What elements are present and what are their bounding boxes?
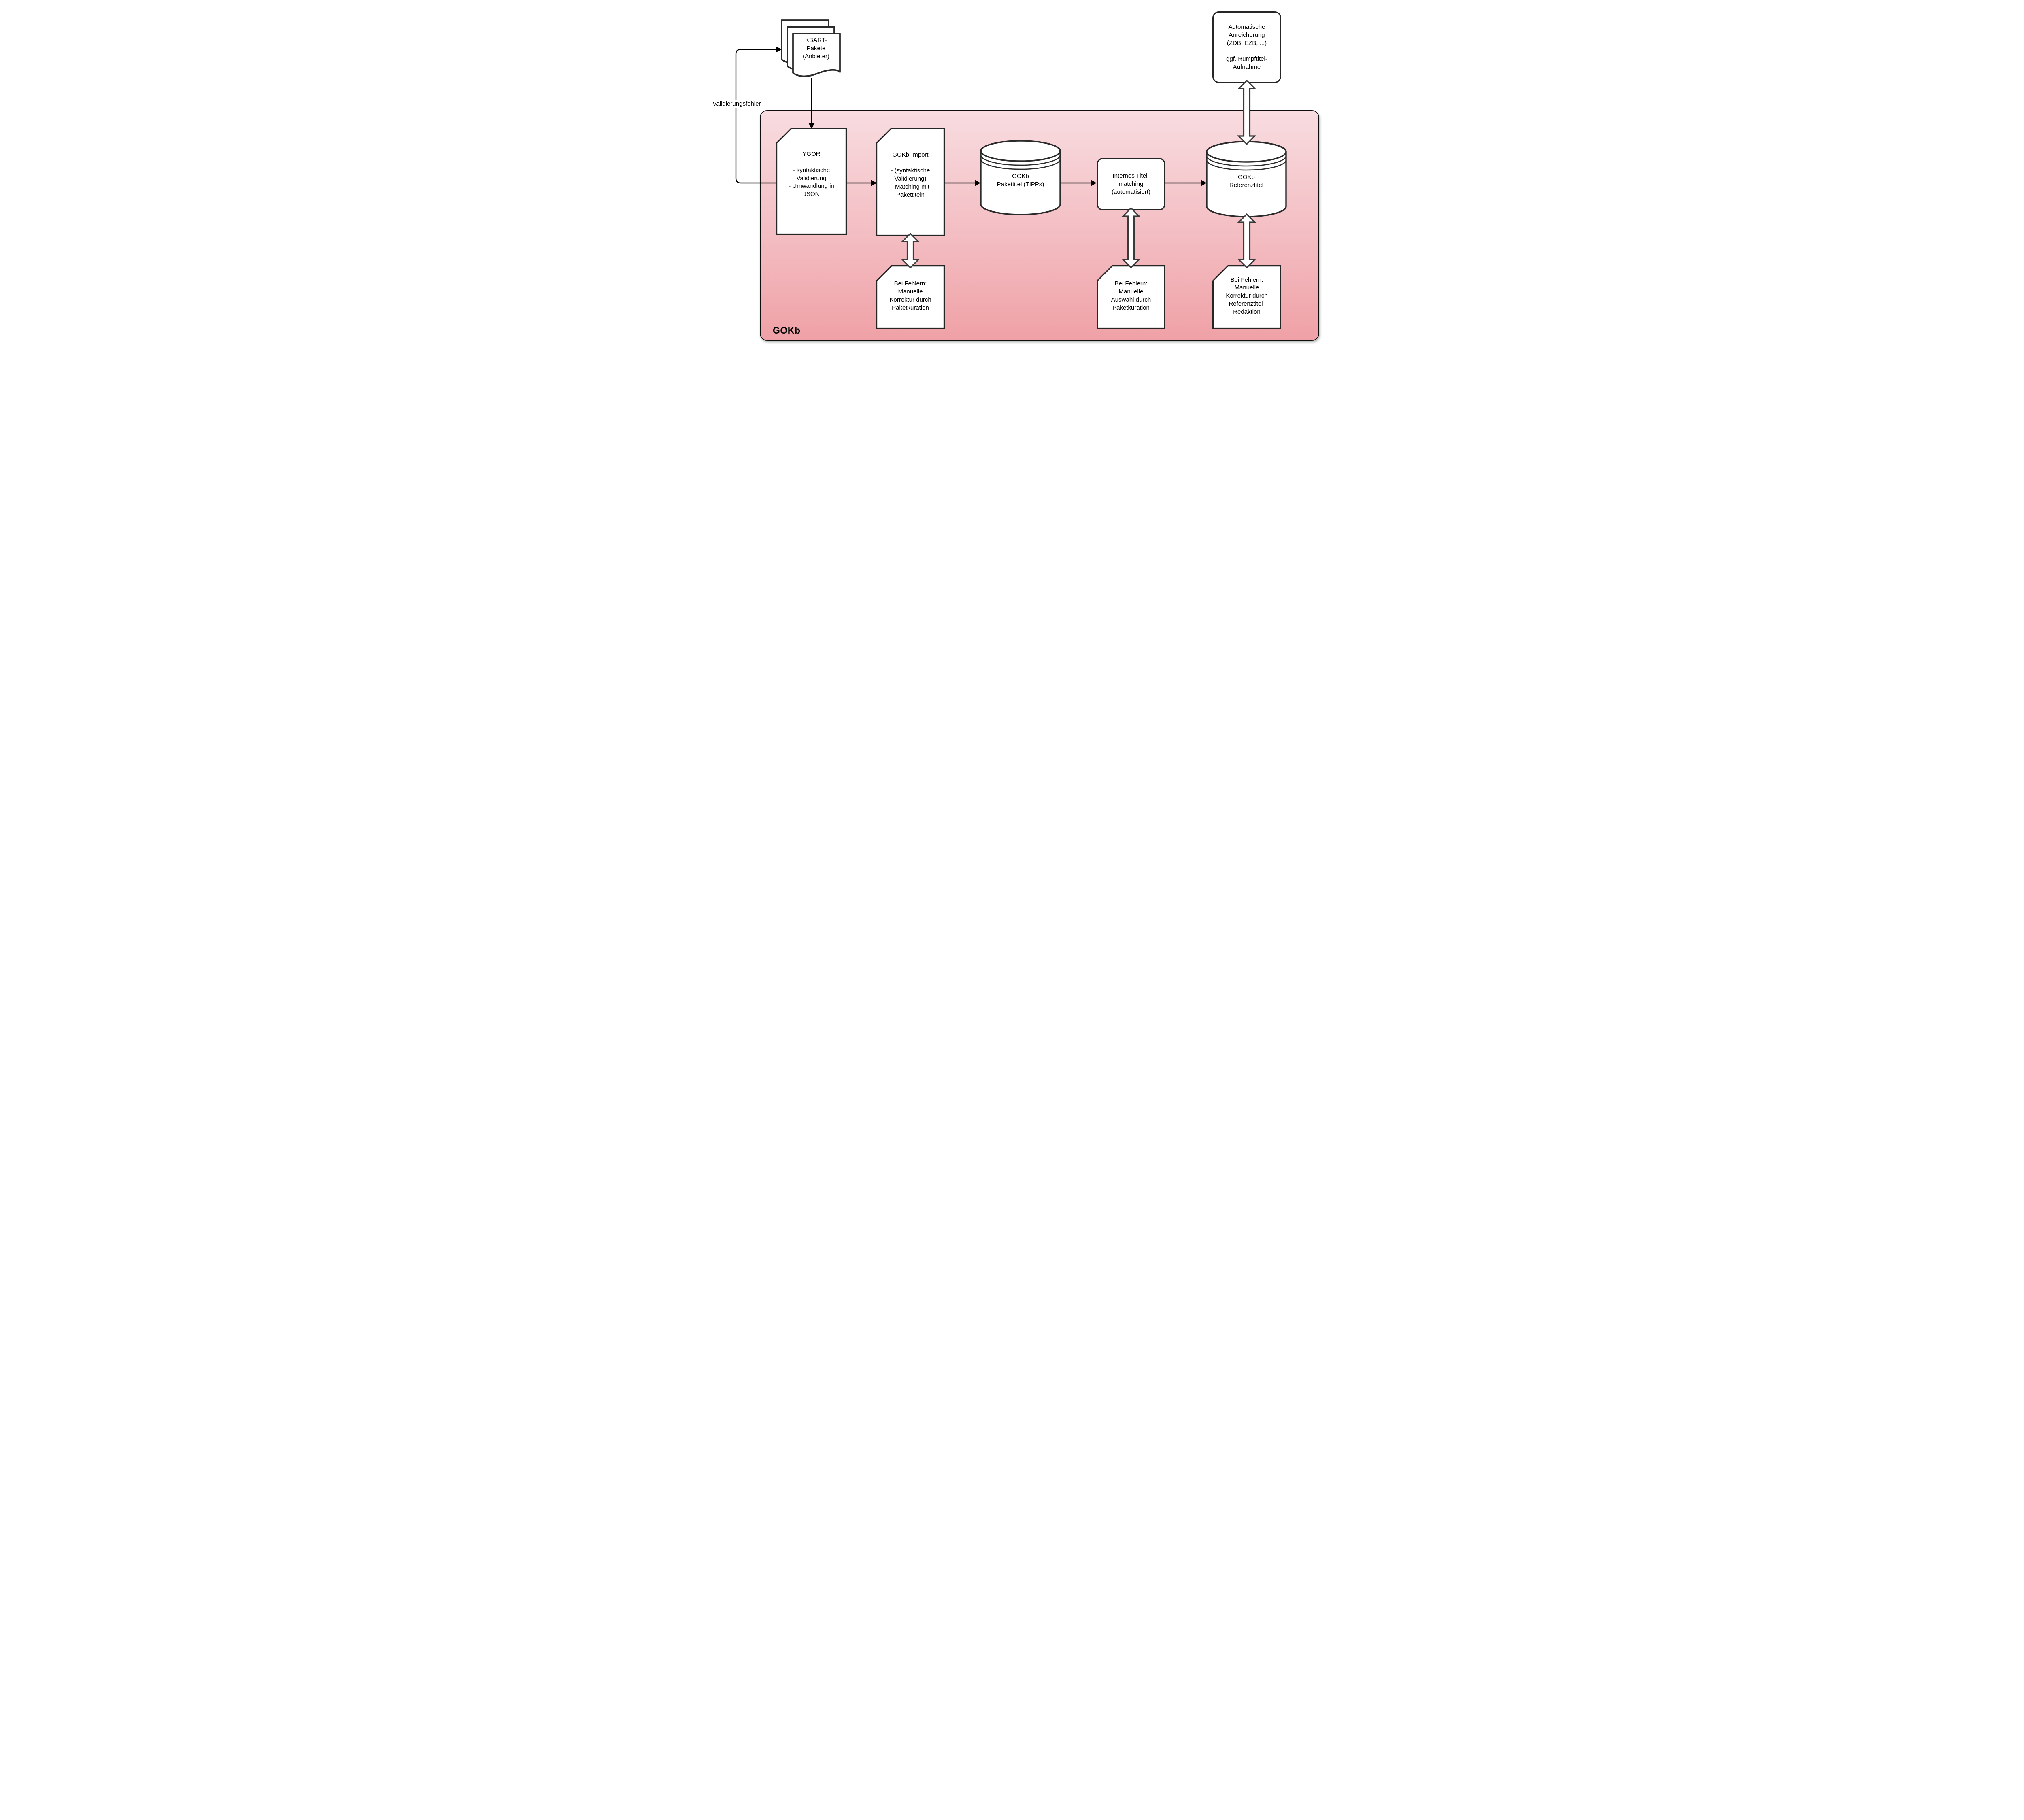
kbart-pakete-label: KBART- Pakete (Anbieter) — [803, 37, 829, 60]
node-ygor: YGOR - syntaktische Validierung - Umwand… — [776, 128, 847, 235]
double-arrow-import-fehler — [901, 232, 920, 269]
node-fehler-auswahl-paketkuration: Bei Fehlern: Manuelle Auswahl durch Pake… — [1097, 265, 1165, 329]
fehler-korrektur-paketkuration-label: Bei Fehlern: Manuelle Korrektur durch Pa… — [889, 280, 931, 311]
fehler-auswahl-paketkuration-label: Bei Fehlern: Manuelle Auswahl durch Pake… — [1111, 280, 1151, 311]
double-arrow-referenztitel-fehler — [1237, 213, 1256, 269]
double-arrow-referenztitel-anreicherung — [1237, 79, 1256, 145]
document-front-icon — [792, 33, 841, 77]
node-fehler-referenztitel-redaktion: Bei Fehlern: Manuelle Korrektur durch Re… — [1212, 265, 1281, 329]
arrow-kbart-to-ygor — [808, 78, 815, 129]
gokb-import-fill — [877, 129, 944, 235]
connector-and-shape-layer — [735, 19, 1287, 217]
ygor-label: YGOR - syntaktische Validierung - Umwand… — [789, 151, 834, 198]
fehler-referenztitel-redaktion-label: Bei Fehlern: Manuelle Korrektur durch Re… — [1226, 276, 1268, 315]
kbart-document-stack-shape — [781, 19, 841, 77]
referenztitel-database-cylinder-icon — [1206, 141, 1287, 217]
gokb-referenztitel-label: GOKb Referenztitel — [1229, 174, 1264, 189]
arrow-import-to-pakettitel — [945, 180, 980, 186]
pakettitel-database-cylinder-icon — [980, 140, 1061, 215]
gokb-import-label: GOKb-Import - (syntaktische Validierung)… — [891, 151, 930, 198]
node-automatische-anreicherung: Automatische Anreicherung (ZDB, EZB, ...… — [1212, 11, 1281, 83]
node-internes-titelmatching: Internes Titel- matching (automatisiert) — [1097, 158, 1165, 210]
gokb-pakettitel-label: GOKb Pakettitel (TIPPs) — [997, 173, 1044, 188]
fehler-referenztitel-redaktion-fill — [1214, 266, 1280, 328]
double-arrow-matching-fehler — [1121, 207, 1141, 269]
gokb-container-label: GOKb — [773, 325, 801, 336]
internes-titelmatching-label: Internes Titel- matching (automatisiert) — [1112, 172, 1150, 196]
arrow-ygor-to-import — [847, 180, 877, 186]
node-fehler-korrektur-paketkuration: Bei Fehlern: Manuelle Korrektur durch Pa… — [876, 265, 945, 329]
node-gokb-import: GOKb-Import - (syntaktische Validierung)… — [876, 128, 945, 236]
ygor-fill — [777, 129, 846, 234]
arrow-validierungsfehler-feedback — [735, 46, 782, 184]
fehler-auswahl-paketkuration-fill — [1098, 266, 1164, 328]
gokb-workflow-diagram: GOKb — [699, 0, 1325, 352]
fehler-korrektur-paketkuration-fill — [877, 266, 944, 328]
automatische-anreicherung-label: Automatische Anreicherung (ZDB, EZB, ...… — [1226, 23, 1267, 71]
double-arrow-layer — [901, 79, 1256, 269]
validierungsfehler-edge-label: Validierungsfehler — [706, 100, 768, 108]
arrow-pakettitel-to-matching — [1061, 180, 1097, 186]
arrow-matching-to-referenztitel — [1165, 180, 1207, 186]
